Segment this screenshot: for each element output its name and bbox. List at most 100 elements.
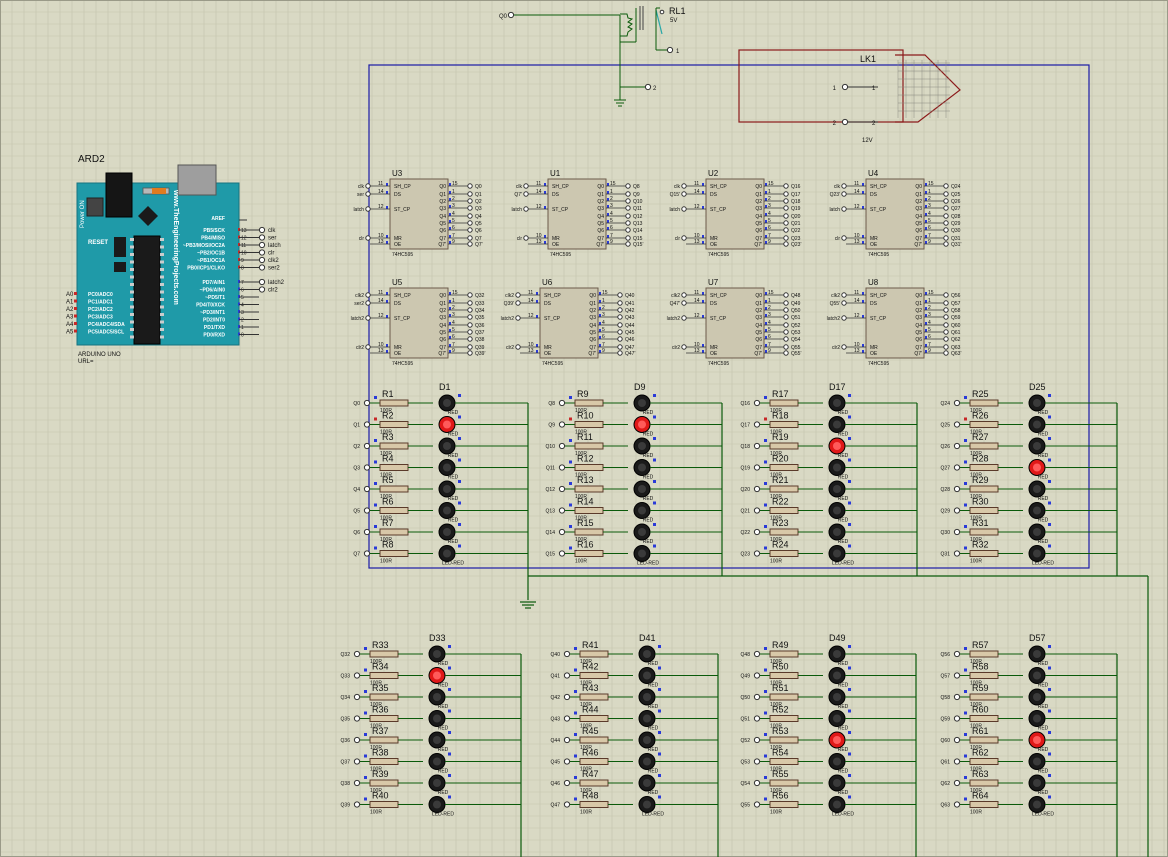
ic-input-terminal (841, 191, 847, 197)
shift-register-u6: U674HC595SH_CP11clk2DS14Q39'ST_CP12latch… (501, 278, 636, 367)
led-net-terminal (753, 779, 761, 787)
ic-pin-name: Q7 (589, 345, 596, 351)
resistor-value: 100R (575, 473, 587, 479)
ic-pin-name: MR (870, 345, 878, 351)
led-core (443, 442, 451, 450)
led-net-terminal (363, 442, 371, 450)
lock-body (738, 49, 904, 123)
ic-input-net: latch2 (501, 316, 515, 322)
ic-pin-name: Q0 (915, 184, 922, 190)
led-core (433, 736, 441, 744)
ic-output-terminal (783, 322, 789, 328)
ic-output-terminal (943, 336, 949, 342)
ic-pin-name: ST_CP (394, 316, 411, 322)
ic-input-terminal (365, 235, 371, 241)
resistor (769, 779, 799, 787)
relay-contact (655, 9, 663, 35)
ic-pin-name: Q4 (755, 323, 762, 329)
led-net-terminal (953, 528, 961, 536)
pin-marker (448, 666, 451, 670)
resistor-ref: R28 (972, 454, 989, 464)
pin-marker (764, 754, 767, 758)
pin-marker (964, 647, 967, 650)
pin-marker (386, 315, 388, 318)
resistor (574, 464, 604, 471)
led-net-label: Q43 (551, 717, 561, 723)
led-net-label: Q49 (741, 674, 751, 680)
ic-pin-name: Q6 (439, 337, 446, 343)
ic-body (705, 178, 765, 250)
resistor-ref: R44 (582, 705, 599, 715)
chip-pin (160, 268, 164, 271)
pin-marker (569, 396, 572, 399)
resistor-ref: R49 (772, 640, 789, 650)
ic-input-terminal (365, 315, 371, 321)
analog-label: A4 (66, 322, 74, 328)
ic-pin-num: 5 (610, 218, 613, 224)
resistor-ref: R64 (972, 791, 989, 801)
ic-pin-name: ST_CP (870, 316, 887, 322)
pin-marker (765, 314, 767, 317)
pin-marker (1048, 709, 1051, 713)
ic-output-net: Q55' (791, 351, 801, 357)
resistor-value: 100R (380, 559, 392, 565)
ic-pin-num: 12 (378, 313, 384, 319)
led-part-label: RED (438, 726, 449, 732)
ic-output-net: Q46 (625, 337, 635, 343)
led-net-label: Q38 (341, 781, 351, 787)
pin-marker (848, 480, 851, 483)
resistor (369, 801, 399, 808)
ic-pin-num: 3 (928, 203, 931, 209)
ic-output-net: Q12 (633, 214, 643, 220)
pin-marker (702, 292, 704, 295)
relay-voltage: 5V (670, 18, 677, 24)
led-net-label: Q13 (546, 509, 556, 515)
led-core (443, 506, 451, 515)
ic-output-terminal (617, 344, 623, 350)
ic-pin-name: ST_CP (710, 207, 727, 213)
ic-output-net: Q55 (791, 345, 801, 351)
pin-marker (765, 213, 767, 216)
ic-pin-name: Q0 (439, 293, 446, 299)
arduino-pin-label: ~PD6/AIN0 (200, 288, 226, 294)
ic-pin-name: Q4 (915, 214, 922, 220)
led-part-label: RED (643, 432, 654, 438)
pin-marker (607, 235, 609, 238)
relay-ref: RL1 (669, 6, 686, 16)
resistor-ref: R61 (972, 726, 989, 736)
led-core (833, 506, 841, 515)
led-core (643, 779, 651, 787)
led-net-label: Q12 (546, 487, 556, 493)
led-part-label: RED (448, 432, 459, 438)
ic-output-terminal (467, 191, 473, 197)
led-core (833, 757, 841, 766)
resistor-ref: R14 (577, 497, 594, 507)
arduino-terminal (258, 286, 266, 293)
led-part-label: RED (448, 496, 459, 502)
ic-output-terminal (783, 235, 789, 241)
pin-marker (862, 206, 864, 209)
resistor-value: 100R (580, 659, 592, 665)
resistor-value: 100R (575, 408, 587, 414)
pin-marker (458, 415, 461, 419)
ic-output-net: Q1 (475, 192, 482, 198)
led-part-label: RED (448, 453, 459, 459)
ic-input-terminal (365, 183, 371, 189)
ic-output-terminal (783, 205, 789, 211)
led-core (443, 485, 451, 493)
pin-marker (848, 709, 851, 713)
pin-marker (374, 396, 377, 399)
ic-pin-num: 15 (928, 290, 934, 296)
ic-pin-name: Q7' (754, 351, 762, 357)
chip-pin (160, 313, 164, 316)
pin-marker (653, 501, 656, 505)
pin-marker (765, 322, 767, 325)
ic-pin-num: 1 (452, 189, 455, 195)
ic-output-net: Q49 (791, 301, 801, 307)
ic-output-net: Q11 (633, 206, 642, 212)
led-bank-ref: D1 (439, 382, 451, 392)
ic-pin-num: 10 (694, 342, 700, 348)
analog-label: A2 (66, 307, 74, 313)
